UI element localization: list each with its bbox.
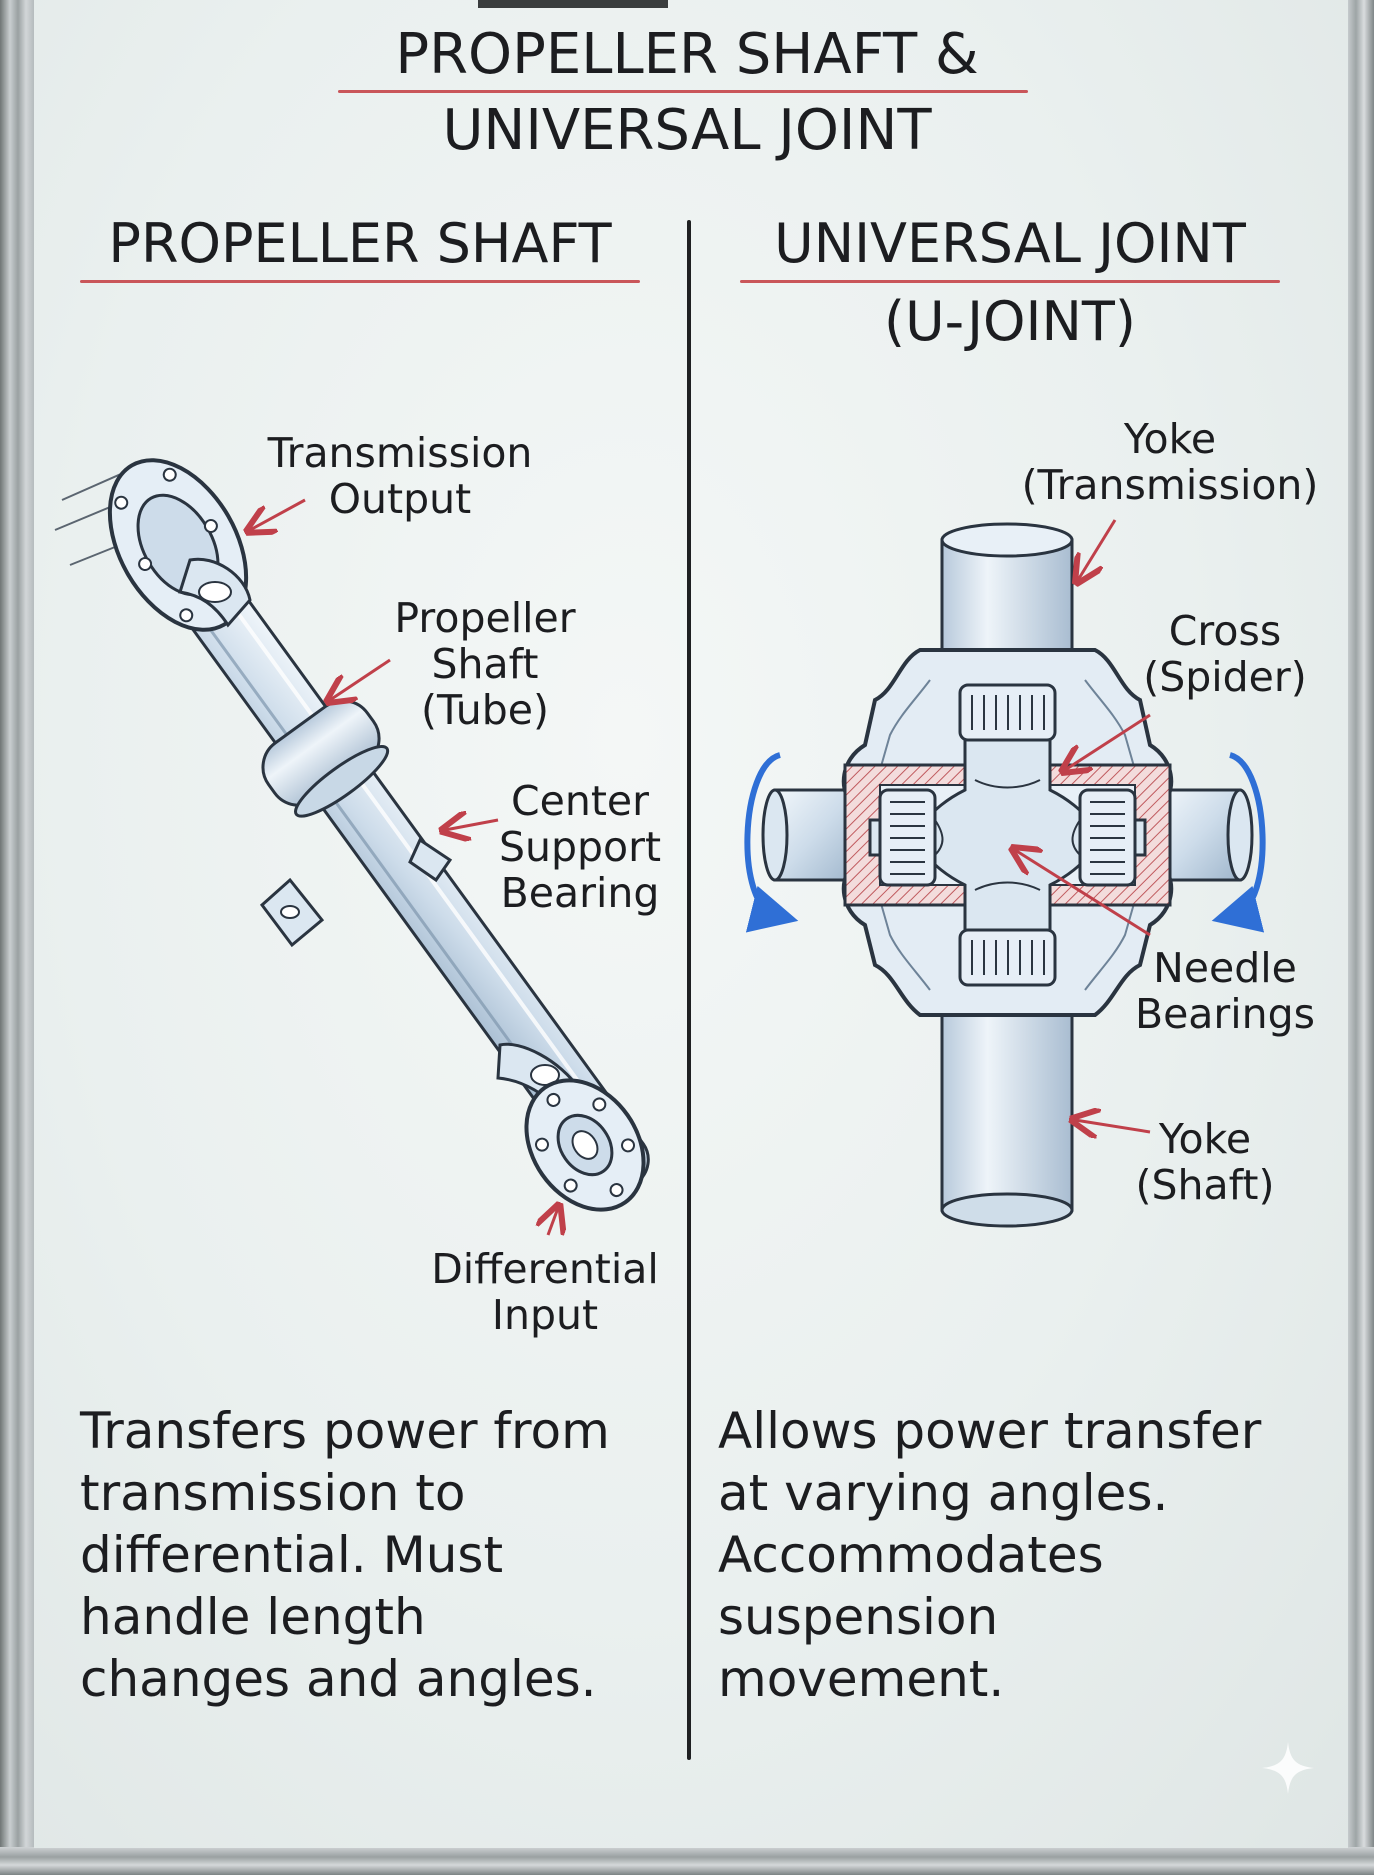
left-description: Transfers power from transmission to dif… — [80, 1402, 610, 1708]
propeller-shaft-drawing — [54, 458, 650, 1212]
right-description: Allows power transfer at varying angles.… — [718, 1402, 1262, 1708]
label-transmission-output: Transmission Output — [267, 429, 533, 523]
board-clip — [478, 0, 668, 8]
left-heading-underline — [80, 280, 640, 283]
needle-bearing-bottom — [958, 928, 1057, 987]
board-frame-bottom — [0, 1847, 1374, 1875]
left-heading: PROPELLER SHAFT — [108, 212, 612, 275]
label-propeller-shaft-tube: Propeller Shaft (Tube) — [394, 594, 576, 734]
title-underline — [338, 90, 1028, 93]
board-frame-right — [1348, 0, 1374, 1875]
label-needle-bearings: Needle Bearings — [1134, 944, 1316, 1038]
right-heading-underline — [740, 280, 1280, 283]
needle-bearing-top — [958, 683, 1057, 742]
label-cross-spider: Cross (Spider) — [1143, 607, 1307, 701]
right-label-arrows — [1015, 519, 1151, 1132]
sparkle-icon — [1262, 1742, 1314, 1794]
right-heading-line-1: UNIVERSAL JOINT — [774, 212, 1246, 275]
needle-bearing-right — [1078, 788, 1137, 887]
rotation-arrows — [744, 752, 1266, 933]
title-line-2: UNIVERSAL JOINT — [442, 98, 932, 163]
label-yoke-transmission: Yoke (Transmission) — [1021, 415, 1319, 509]
universal-joint-drawing — [761, 522, 1254, 1228]
center-divider — [687, 220, 691, 1760]
title-line-1: PROPELLER SHAFT & — [395, 22, 979, 87]
label-differential-input: Differential Input — [431, 1245, 659, 1339]
left-label-arrows — [250, 498, 558, 1235]
right-heading-line-2: (U-JOINT) — [884, 290, 1136, 353]
needle-bearing-left — [878, 788, 937, 887]
label-yoke-shaft: Yoke (Shaft) — [1135, 1115, 1275, 1209]
label-center-support-bearing: Center Support Bearing — [498, 777, 662, 917]
